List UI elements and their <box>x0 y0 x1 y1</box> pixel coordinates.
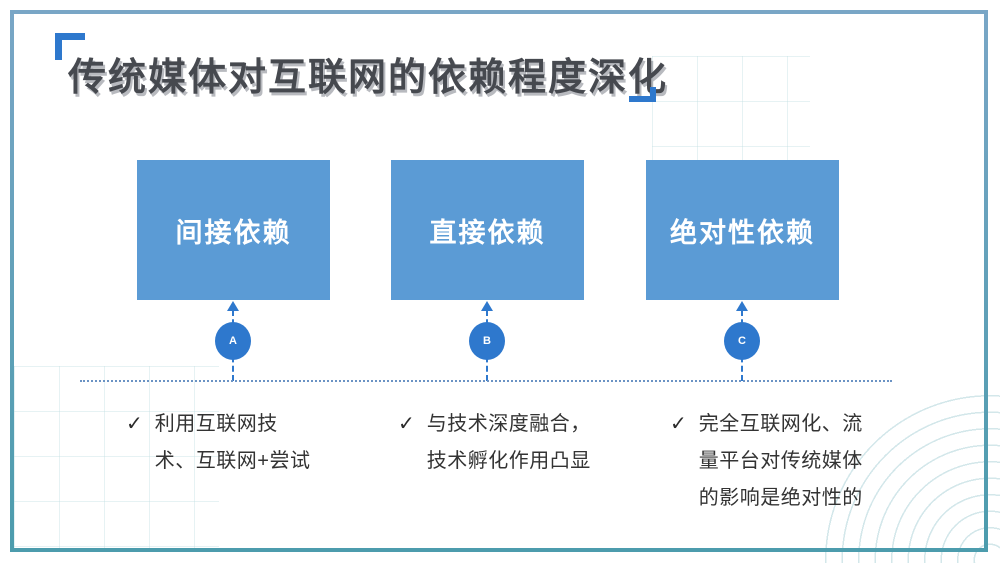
stage-badge-a: A <box>215 322 251 360</box>
bullet-line: 量平台对传统媒体 <box>698 450 863 472</box>
bullet-text-2: 与技术深度融合， 技术孵化作用凸显 <box>427 406 591 480</box>
arrow-up-icon-2 <box>481 301 493 311</box>
stage-box-direct: 直接依赖 <box>391 160 584 300</box>
check-icon: ✓ <box>398 413 415 435</box>
grid-pattern-top-right <box>652 56 810 174</box>
bullet-column-3: ✓ 完全互联网化、流 量平台对传统媒体 的影响是绝对性的 <box>670 406 863 517</box>
bullet-text-3: 完全互联网化、流 量平台对传统媒体 的影响是绝对性的 <box>699 406 863 517</box>
bullet-line: 技术孵化作用凸显 <box>426 450 591 472</box>
arrow-up-icon-3 <box>736 301 748 311</box>
bullet-line: 利用互联网技 <box>154 413 278 435</box>
bullet-line: 术、互联网+尝试 <box>154 450 311 472</box>
bullet-text-1: 利用互联网技 术、互联网+尝试 <box>155 406 311 480</box>
dotted-baseline <box>80 380 892 382</box>
slide-title: 传统媒体对互联网的依赖程度深化 <box>68 57 669 99</box>
bullet-column-2: ✓ 与技术深度融合， 技术孵化作用凸显 <box>398 406 591 480</box>
bullet-line: 完全互联网化、流 <box>698 413 863 435</box>
bullet-line: 与技术深度融合， <box>426 413 591 435</box>
title-corner-bracket-bottom-right <box>629 87 656 102</box>
bullet-line: 的影响是绝对性的 <box>698 487 863 509</box>
bullet-column-1: ✓ 利用互联网技 术、互联网+尝试 <box>126 406 310 480</box>
check-icon: ✓ <box>670 413 687 435</box>
arrow-up-icon-1 <box>227 301 239 311</box>
stage-box-absolute: 绝对性依赖 <box>646 160 839 300</box>
stage-box-indirect: 间接依赖 <box>137 160 330 300</box>
check-icon: ✓ <box>126 413 143 435</box>
stage-badge-b: B <box>469 322 505 360</box>
stage-badge-c: C <box>724 322 760 360</box>
